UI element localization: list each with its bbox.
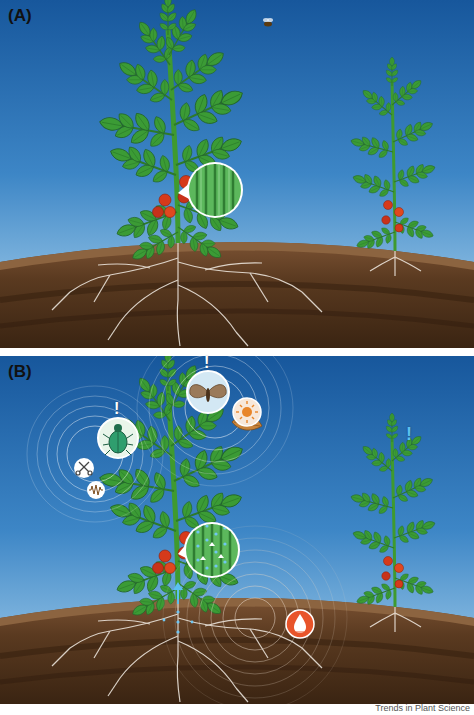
pollinator-insect [263, 18, 273, 27]
stem-inset [178, 520, 242, 580]
drought-icon [286, 610, 314, 638]
panel-a [0, 0, 474, 348]
alert-mark: ! [406, 424, 412, 445]
panel-label: (A) [8, 6, 32, 26]
alert-mark: ! [204, 354, 209, 372]
wounding-icon [74, 458, 94, 478]
moth-icon [187, 371, 229, 413]
plant-scene [0, 356, 474, 704]
water-flow [163, 582, 194, 634]
plant-scene [0, 0, 474, 348]
signal-ripples [27, 356, 293, 522]
journal-credit: Trends in Plant Science [270, 703, 470, 713]
panel-label: (B) [8, 362, 32, 382]
alert-mark: ! [114, 400, 119, 418]
beetle-icon [98, 418, 138, 458]
light-icon [233, 398, 261, 426]
stem-inset [178, 160, 245, 220]
panel-b [0, 330, 474, 710]
vibration-icon [87, 481, 105, 499]
